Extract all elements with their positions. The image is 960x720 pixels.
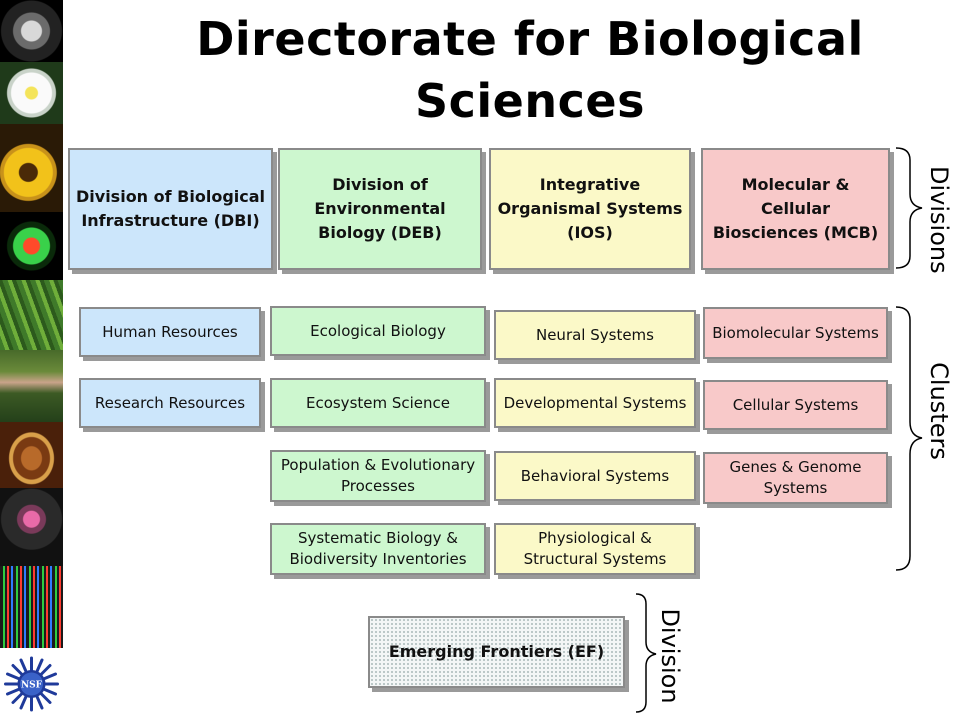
division-deb: Division of Environmental Biology (DEB) — [278, 148, 482, 270]
cluster-systematic-biology: Systematic Biology & Biodiversity Invent… — [270, 523, 486, 575]
division-label: Division — [656, 608, 684, 704]
division-dbi: Division of Biological Infrastructure (D… — [68, 148, 273, 270]
cluster-research-resources: Research Resources — [79, 378, 261, 428]
division-mcb: Molecular & Cellular Biosciences (MCB) — [701, 148, 890, 270]
page-title: Directorate for Biological Sciences — [196, 12, 864, 128]
cluster-population-evolutionary-processes: Population & Evolutionary Processes — [270, 450, 486, 502]
cluster-biomolecular-systems: Biomolecular Systems — [703, 307, 888, 359]
photo-strip: NSF — [0, 0, 63, 720]
division-ios: Integrative Organismal Systems (IOS) — [489, 148, 691, 270]
divisions-label: Divisions — [925, 166, 953, 274]
fluorescent-cell-icon — [0, 212, 63, 280]
clusters-label: Clusters — [925, 362, 953, 460]
cluster-human-resources: Human Resources — [79, 307, 261, 357]
nsf-logo-text: NSF — [21, 681, 43, 691]
cluster-ecosystem-science: Ecosystem Science — [270, 378, 486, 428]
divisions-brace — [895, 147, 923, 269]
field-researchers-icon — [0, 350, 63, 422]
seashell-icon — [0, 0, 63, 62]
nsf-logo-icon: NSF — [0, 648, 63, 720]
cluster-behavioral-systems: Behavioral Systems — [494, 451, 696, 501]
cluster-genes-genome-systems: Genes & Genome Systems — [703, 452, 888, 504]
clusters-brace — [895, 306, 923, 571]
corn-plants-icon — [0, 280, 63, 350]
cluster-neural-systems: Neural Systems — [494, 310, 696, 360]
cluster-physiological-structural-systems: Physiological & Structural Systems — [494, 523, 696, 575]
insect-on-flower-icon — [0, 124, 63, 212]
division-emerging-frontiers: Emerging Frontiers (EF) — [368, 616, 625, 688]
division-brace — [635, 593, 657, 713]
white-flower-icon — [0, 62, 63, 124]
cluster-cellular-systems: Cellular Systems — [703, 380, 888, 430]
dna-sequence-icon — [0, 566, 63, 648]
cluster-developmental-systems: Developmental Systems — [494, 378, 696, 428]
star-nosed-mole-icon — [0, 488, 63, 566]
cluster-ecological-biology: Ecological Biology — [270, 306, 486, 356]
frog-icon — [0, 422, 63, 488]
